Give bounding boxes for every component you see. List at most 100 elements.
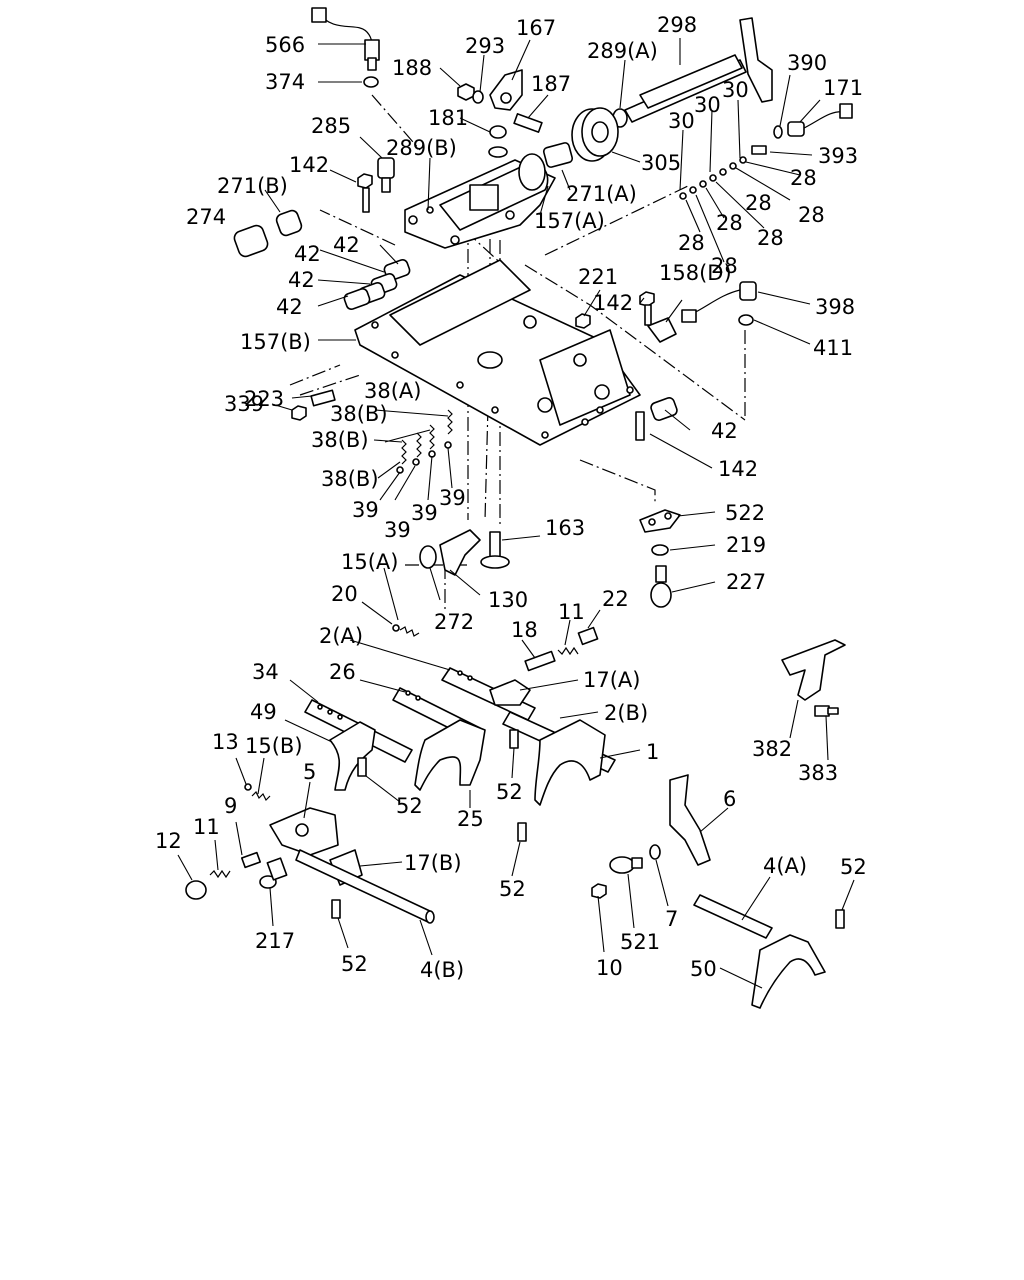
callout-25: 25	[457, 807, 484, 831]
callout-10: 10	[596, 956, 623, 980]
plug-393	[751, 145, 767, 155]
callout-38b-2: 38(B)	[311, 428, 369, 452]
callout-339: 339	[224, 392, 264, 416]
pulley-305	[571, 107, 619, 162]
callout-271a: 271(A)	[566, 182, 637, 206]
callout-28-a: 28	[790, 166, 817, 190]
callout-42-c: 42	[288, 268, 315, 292]
callout-219: 219	[726, 533, 766, 557]
washer-411	[738, 314, 754, 326]
bracket-522	[639, 509, 681, 533]
callout-181: 181	[428, 106, 468, 130]
fork-50	[751, 934, 826, 1009]
bolt-142-top	[357, 173, 373, 213]
callout-2a: 2(A)	[319, 624, 363, 648]
callout-42-d: 42	[276, 295, 303, 319]
callout-293: 293	[465, 34, 505, 58]
callout-221: 221	[578, 265, 618, 289]
callout-382: 382	[752, 737, 792, 761]
sleeve-271b	[275, 209, 303, 237]
callout-30-c: 30	[722, 78, 749, 102]
callout-38a: 38(A)	[364, 379, 421, 403]
plug-12	[185, 880, 207, 900]
callout-272: 272	[434, 610, 474, 634]
callout-52-b: 52	[496, 780, 523, 804]
callout-22: 22	[602, 587, 629, 611]
washer-219	[651, 544, 669, 556]
callout-17a: 17(A)	[583, 668, 640, 692]
oring-272	[419, 545, 437, 569]
bolt-10	[591, 883, 607, 899]
callout-188: 188	[392, 56, 432, 80]
callout-28-f: 28	[678, 231, 705, 255]
callout-398: 398	[815, 295, 855, 319]
callout-39-b: 39	[384, 518, 411, 542]
callout-187: 187	[531, 72, 571, 96]
callout-38b-3: 38(B)	[321, 467, 379, 491]
fork-1	[534, 719, 606, 806]
callout-28-d: 28	[716, 211, 743, 235]
callout-227: 227	[726, 570, 766, 594]
callout-217: 217	[255, 929, 295, 953]
callout-223: 223	[244, 387, 284, 411]
shaft-298	[624, 17, 773, 123]
sleeve-274	[233, 224, 269, 258]
callout-289a: 289(A)	[587, 39, 658, 63]
callout-522: 522	[725, 501, 765, 525]
switch-171	[787, 103, 853, 137]
callout-42-a: 42	[333, 233, 360, 257]
callout-38b-1: 38(B)	[330, 402, 388, 426]
bolt-142-right	[639, 291, 655, 326]
callout-26: 26	[329, 660, 356, 684]
lever-167	[489, 69, 523, 111]
switch-227	[650, 565, 672, 608]
housing-157a	[404, 153, 556, 249]
ball-13	[244, 783, 252, 791]
pin-521	[609, 856, 643, 874]
callout-11-lower: 11	[193, 815, 220, 839]
callout-28-b: 28	[745, 191, 772, 215]
nut-339	[291, 405, 307, 421]
spring-11-upper	[557, 646, 579, 656]
fork-49	[329, 721, 376, 791]
washer-7	[649, 844, 661, 860]
plunger-18	[524, 650, 556, 672]
washer-181	[489, 125, 507, 139]
nut-188	[457, 83, 475, 101]
washer-374	[363, 76, 379, 88]
callout-39-c: 39	[411, 501, 438, 525]
callout-52-c: 52	[499, 877, 526, 901]
washer-390	[773, 125, 783, 139]
callout-42-e: 42	[711, 419, 738, 443]
leader-lines	[177, 38, 855, 989]
callout-7: 7	[665, 907, 678, 931]
callout-171: 171	[823, 76, 863, 100]
callout-12: 12	[155, 829, 182, 853]
callout-390: 390	[787, 51, 827, 75]
callout-17b: 17(B)	[404, 851, 462, 875]
callout-52-e: 52	[341, 952, 368, 976]
callout-298: 298	[657, 13, 697, 37]
callout-163: 163	[545, 516, 585, 540]
callout-4a: 4(A)	[763, 854, 807, 878]
block-5	[269, 807, 339, 856]
callout-289b: 289(B)	[386, 136, 457, 160]
callout-34: 34	[252, 660, 279, 684]
callout-271b: 271(B)	[217, 174, 288, 198]
callout-5: 5	[303, 760, 316, 784]
callout-labels: 566 374 188 293 167 187 298 289(A) 390 1…	[155, 13, 867, 982]
callout-30-b: 30	[694, 93, 721, 117]
callout-6: 6	[723, 787, 736, 811]
balls-28-30	[679, 156, 747, 200]
callout-15a: 15(A)	[341, 550, 398, 574]
callout-52-a: 52	[396, 794, 423, 818]
callout-374: 374	[265, 70, 305, 94]
callout-1: 1	[646, 740, 659, 764]
bolt-142-lower	[635, 411, 645, 441]
bolts-52	[331, 729, 845, 929]
washer-293	[472, 90, 484, 104]
callout-11-upper: 11	[558, 600, 585, 624]
plug-9	[240, 851, 262, 869]
callout-42-b: 42	[294, 242, 321, 266]
callout-393: 393	[818, 144, 858, 168]
